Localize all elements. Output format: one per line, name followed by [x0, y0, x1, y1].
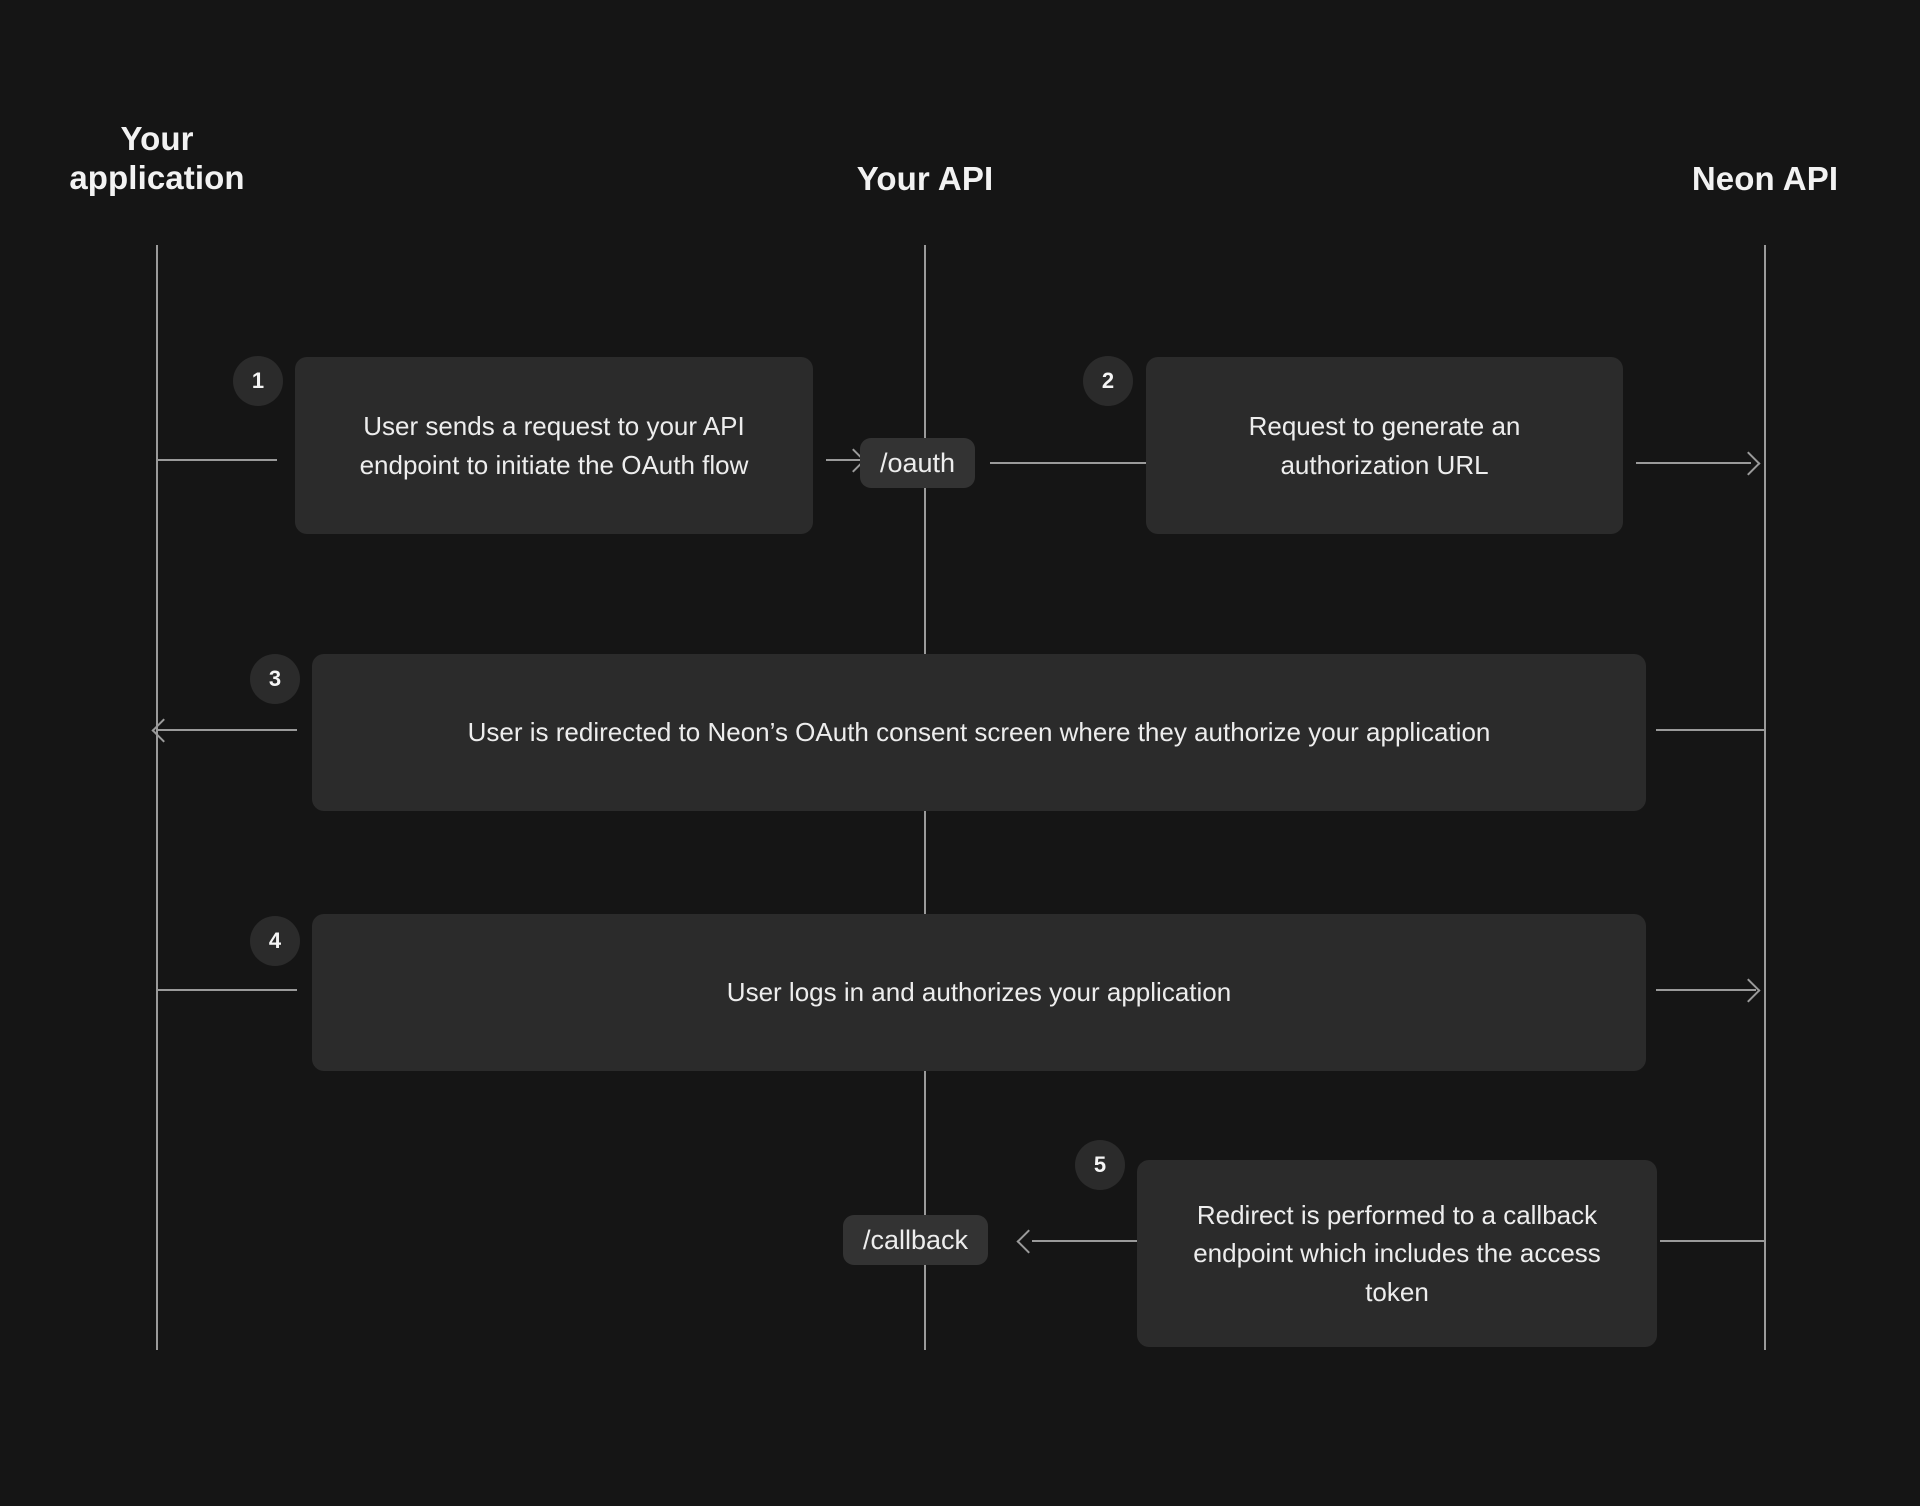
lifeline-neon-api [1764, 245, 1766, 1350]
arrowhead-step-2 [1736, 451, 1761, 476]
connector-oauth-to-step-2 [990, 462, 1146, 464]
step-box-5: Redirect is performed to a callback endp… [1137, 1160, 1657, 1347]
step-badge-4: 4 [250, 916, 300, 966]
connector-step-1-left [157, 459, 277, 461]
arrowhead-step-5 [1016, 1229, 1041, 1254]
step-text-2: Request to generate an authorization URL [1248, 411, 1521, 480]
step-text-4: User logs in and authorizes your applica… [726, 977, 1232, 1008]
connector-step-3-left [157, 729, 297, 731]
step-badge-2: 2 [1083, 356, 1133, 406]
connector-step-3-right [1656, 729, 1766, 731]
step-badge-3: 3 [250, 654, 300, 704]
arrowhead-step-4 [1736, 978, 1761, 1003]
step-text-3: User is redirected to Neon’s OAuth conse… [467, 717, 1491, 748]
endpoint-chip-oauth[interactable]: /oauth [860, 438, 976, 488]
connector-step-4-right [1656, 989, 1756, 991]
connector-step-5-right [1660, 1240, 1765, 1242]
connector-step-1-right [826, 459, 861, 461]
step-badge-1: 1 [233, 356, 283, 406]
step-badge-5: 5 [1075, 1140, 1125, 1190]
lifeline-your-application [156, 245, 158, 1350]
connector-step-2-right [1636, 462, 1751, 464]
step-box-1: User sends a request to your API endpoin… [295, 357, 813, 534]
lane-title-your-application: Your application [69, 120, 245, 196]
step-box-3: User is redirected to Neon’s OAuth conse… [312, 654, 1646, 811]
step-box-2: Request to generate an authorization URL [1146, 357, 1623, 534]
step-box-4: User logs in and authorizes your applica… [312, 914, 1646, 1071]
step-text-5: Redirect is performed to a callback endp… [1193, 1200, 1601, 1307]
lane-title-your-api: Your API [856, 160, 994, 197]
endpoint-chip-callback[interactable]: /callback [843, 1215, 989, 1265]
step-text-1: User sends a request to your API endpoin… [359, 411, 749, 480]
connector-step-5-left [1032, 1240, 1137, 1242]
lane-title-neon-api: Neon API [1691, 160, 1839, 197]
connector-step-4-left [157, 989, 297, 991]
